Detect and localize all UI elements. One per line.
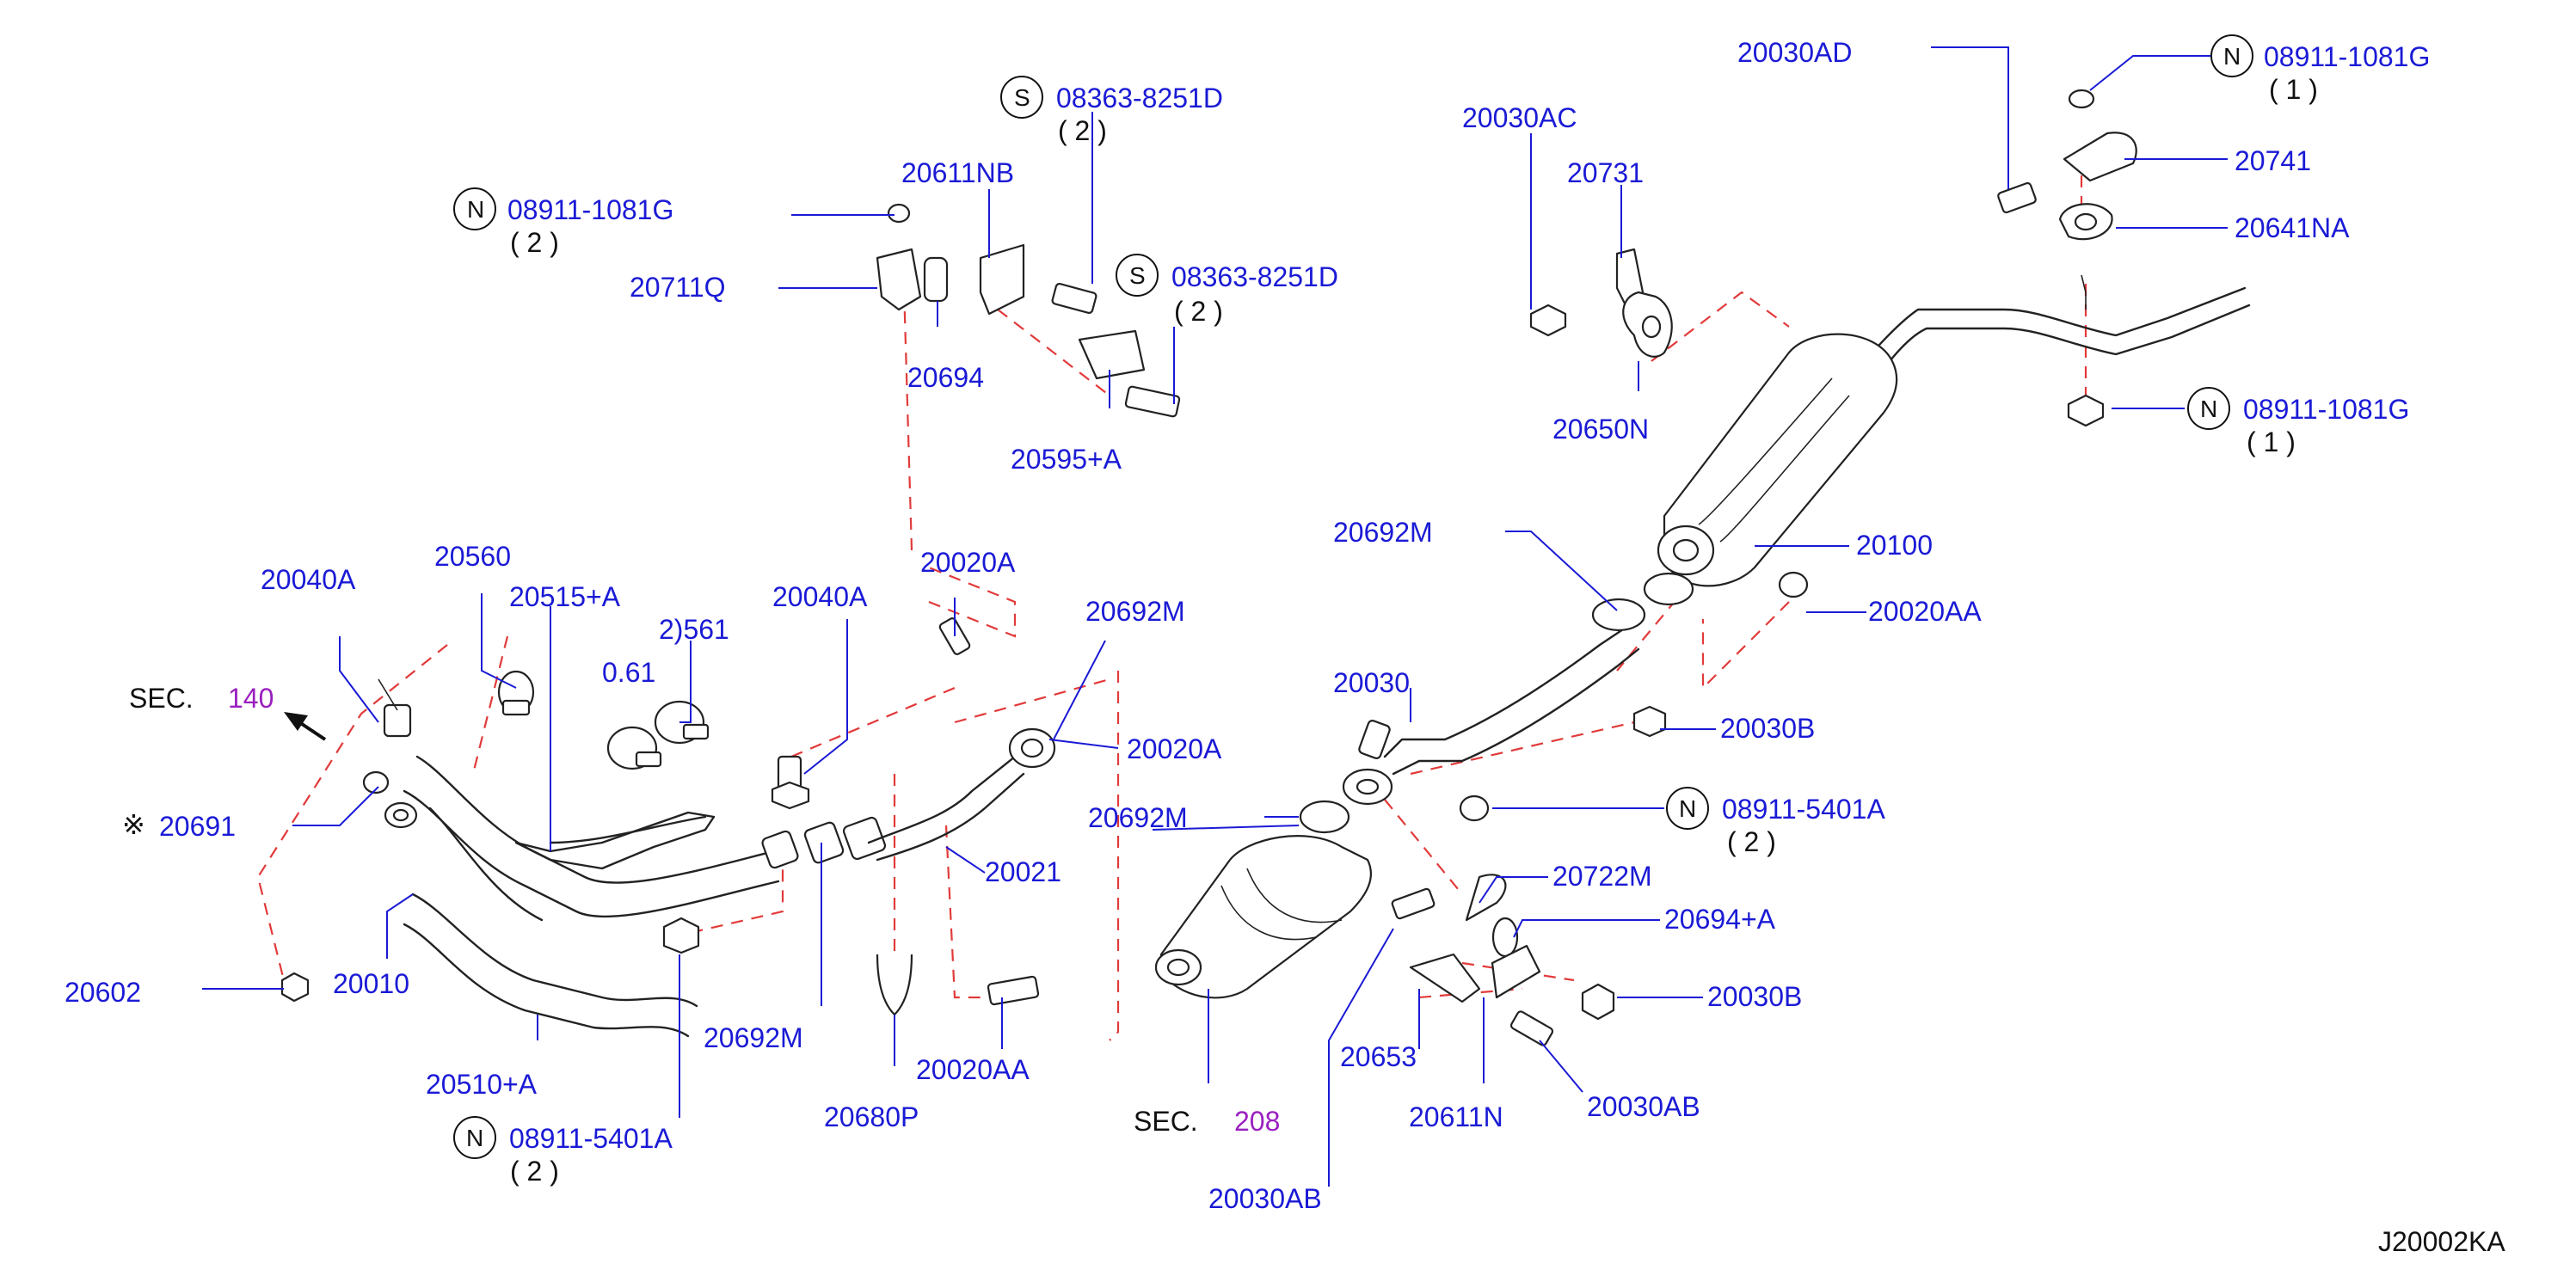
callout-20692m-b: 20692M <box>1088 802 1188 833</box>
sec-140-prefix: SEC. <box>129 683 194 714</box>
callout-20030ab-a: 20030AB <box>1587 1091 1700 1122</box>
callout-20030ab-b: 20030AB <box>1208 1183 1322 1214</box>
callout-20030-partial: 20030 <box>1333 667 1410 698</box>
callout-20020a-top: 20020A <box>920 547 1016 578</box>
leader-lines <box>202 46 2228 1187</box>
callout-20030b-b: 20030B <box>1707 981 1802 1012</box>
std-qty-1: ( 2 ) <box>1058 115 1107 146</box>
callout-20040a-mid: 20040A <box>772 581 868 612</box>
part-callouts: 20040A 20560 20515+A 2)561 0.61 20040A 2… <box>65 37 2350 1214</box>
callout-20691: 20691 <box>159 811 236 842</box>
callout-20680p: 20680P <box>824 1101 919 1132</box>
sec-208-prefix: SEC. <box>1134 1106 1198 1137</box>
callout-20595a: 20595+A <box>1011 444 1122 475</box>
std-symbol-4: N <box>2200 396 2217 422</box>
std-number-4: 08911-1081G <box>2243 394 2409 425</box>
callout-20722m: 20722M <box>1552 861 1652 892</box>
sec-140-number: 140 <box>228 683 274 714</box>
std-symbol-3: N <box>2223 43 2241 70</box>
fasteners-right <box>1391 571 1809 1046</box>
reference-mark: ※ <box>122 809 145 840</box>
std-symbol-0: N <box>467 196 484 223</box>
callout-20611nb: 20611NB <box>901 157 1014 188</box>
std-number-2: 08363-8251D <box>1171 261 1338 292</box>
std-number-0: 08911-1081G <box>507 194 673 225</box>
callout-20653: 20653 <box>1340 1041 1417 1072</box>
std-symbol-2: S <box>1129 262 1146 289</box>
callout-20030b-a: 20030B <box>1720 713 1815 744</box>
main-muffler <box>1591 286 2251 632</box>
std-symbol-1: S <box>1014 84 1030 111</box>
callout-20030ad: 20030AD <box>1737 37 1852 68</box>
std-symbol-6: N <box>466 1125 483 1151</box>
callout-20561a: 2)561 <box>659 614 729 645</box>
hangers-right <box>1529 89 2137 427</box>
callout-20692m-c: 20692M <box>704 1022 803 1053</box>
std-qty-6: ( 2 ) <box>510 1156 559 1187</box>
callout-20650n: 20650N <box>1552 414 1649 445</box>
std-qty-0: ( 2 ) <box>510 227 559 258</box>
callout-20021: 20021 <box>985 856 1061 887</box>
top-brackets <box>876 203 1181 418</box>
sec-140-arrow <box>284 712 327 741</box>
callout-20561b: 0.61 <box>602 657 655 688</box>
std-number-3: 08911-1081G <box>2264 41 2430 72</box>
std-qty-5: ( 2 ) <box>1727 826 1776 857</box>
callout-20100: 20100 <box>1856 530 1933 561</box>
std-number-5: 08911-5401A <box>1722 794 1885 825</box>
callout-20711q: 20711Q <box>630 272 726 303</box>
callout-20602: 20602 <box>65 977 141 1008</box>
callout-20510a: 20510+A <box>426 1069 538 1100</box>
callout-20515a: 20515+A <box>509 581 621 612</box>
callout-20741: 20741 <box>2235 145 2311 176</box>
callout-20020aa-right: 20020AA <box>1868 596 1982 627</box>
callout-20694: 20694 <box>907 362 984 393</box>
std-qty-4: ( 1 ) <box>2247 426 2296 457</box>
callout-20692m-d: 20692M <box>1333 517 1433 548</box>
callout-20040a-left: 20040A <box>261 564 356 595</box>
section-references: SEC. 140 SEC. 208 ※ J20002KA <box>122 683 2505 1257</box>
std-qty-3: ( 1 ) <box>2269 74 2318 105</box>
callout-20611n: 20611N <box>1409 1101 1503 1132</box>
callout-20641na: 20641NA <box>2235 212 2350 243</box>
callout-20020aa-left: 20020AA <box>916 1054 1030 1085</box>
callout-20560: 20560 <box>434 541 511 572</box>
callout-20731: 20731 <box>1567 157 1644 188</box>
callout-20694a: 20694+A <box>1664 904 1776 935</box>
std-qty-2: ( 2 ) <box>1174 296 1223 327</box>
std-number-6: 08911-5401A <box>509 1123 673 1154</box>
std-number-1: 08363-8251D <box>1056 83 1223 113</box>
callout-20692m-a: 20692M <box>1085 596 1185 627</box>
gaskets-left <box>761 727 1056 869</box>
callout-20010: 20010 <box>333 968 409 999</box>
center-pipe <box>1342 626 1640 806</box>
catalytic-converter <box>1154 800 1372 999</box>
std-symbol-5: N <box>1679 795 1696 822</box>
callout-20020a-mid: 20020A <box>1127 733 1222 764</box>
callout-20030ac: 20030AC <box>1462 102 1577 133</box>
std-parts: N 08911-1081G ( 2 ) S 08363-8251D ( 2 ) … <box>453 34 2430 1187</box>
drawing-code: J20002KA <box>2378 1226 2505 1257</box>
sec-208-number: 208 <box>1234 1106 1280 1137</box>
front-exhaust-tube <box>384 755 780 1038</box>
